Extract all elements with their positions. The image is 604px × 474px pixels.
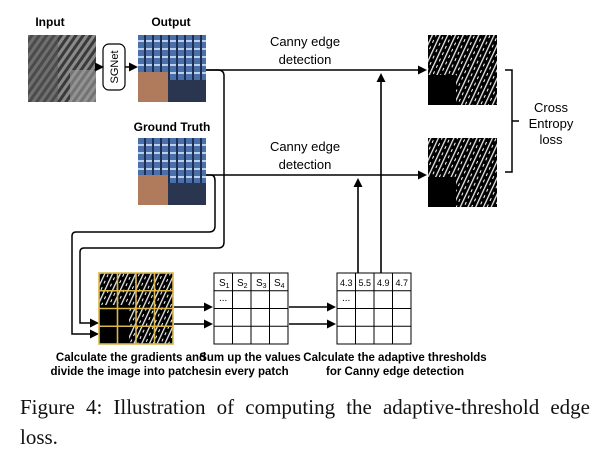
figure-caption: Figure 4: Illustration of computing the … <box>20 395 590 449</box>
sum-grid: S1 S2 S3 S4 ... <box>213 272 289 345</box>
step-sum-label-1: Sum up the values <box>199 352 301 364</box>
input-label: Input <box>35 15 64 29</box>
sum-cell-s2: S2 <box>237 278 248 290</box>
canny-mid-label-1: Canny edge <box>270 139 340 154</box>
sgnet-block: SGNet <box>102 43 126 91</box>
step-threshold-label-1: Calculate the adaptive thresholds <box>303 352 486 364</box>
loss-bracket <box>505 69 519 173</box>
canny-mid-label-2: detection <box>279 157 332 172</box>
ground-truth-edge-map <box>428 138 497 207</box>
ground-truth-loop-connector <box>71 174 216 339</box>
threshold-ellipsis: ... <box>342 293 350 304</box>
output-label: Output <box>151 15 190 29</box>
step-sum-label-2: in every patch <box>211 366 288 378</box>
threshold-cell-4: 4.7 <box>395 278 408 288</box>
output-image <box>138 35 206 102</box>
sum-ellipsis: ... <box>219 293 227 304</box>
threshold-grid: 4.3 5.5 4.9 4.7 ... <box>336 272 412 345</box>
gradient-patch-image <box>98 272 174 345</box>
ground-truth-label: Ground Truth <box>134 120 211 134</box>
output-loop-connector <box>79 69 225 328</box>
cross-entropy-label-1: Cross <box>534 100 568 115</box>
cross-entropy-label-3: loss <box>539 132 563 147</box>
threshold-cell-3: 4.9 <box>377 278 390 288</box>
canny-top-label-2: detection <box>279 52 332 67</box>
ground-truth-image <box>138 138 206 205</box>
sum-cell-s4: S4 <box>274 278 285 290</box>
input-image <box>28 35 96 102</box>
sgnet-label: SGNet <box>109 50 121 83</box>
sum-cell-s3: S3 <box>256 278 267 290</box>
step-threshold-label-2: for Canny edge detection <box>326 366 464 378</box>
output-edge-map <box>428 35 497 105</box>
threshold-cell-1: 4.3 <box>340 278 353 288</box>
sum-cell-s1: S1 <box>219 278 230 290</box>
step-gradients-label-2: divide the image into patches <box>50 366 211 378</box>
canny-top-label-1: Canny edge <box>270 34 340 49</box>
threshold-cell-2: 5.5 <box>358 278 371 288</box>
cross-entropy-label-2: Entropy <box>529 116 574 131</box>
step-gradients-label-1: Calculate the gradients and <box>56 352 206 364</box>
